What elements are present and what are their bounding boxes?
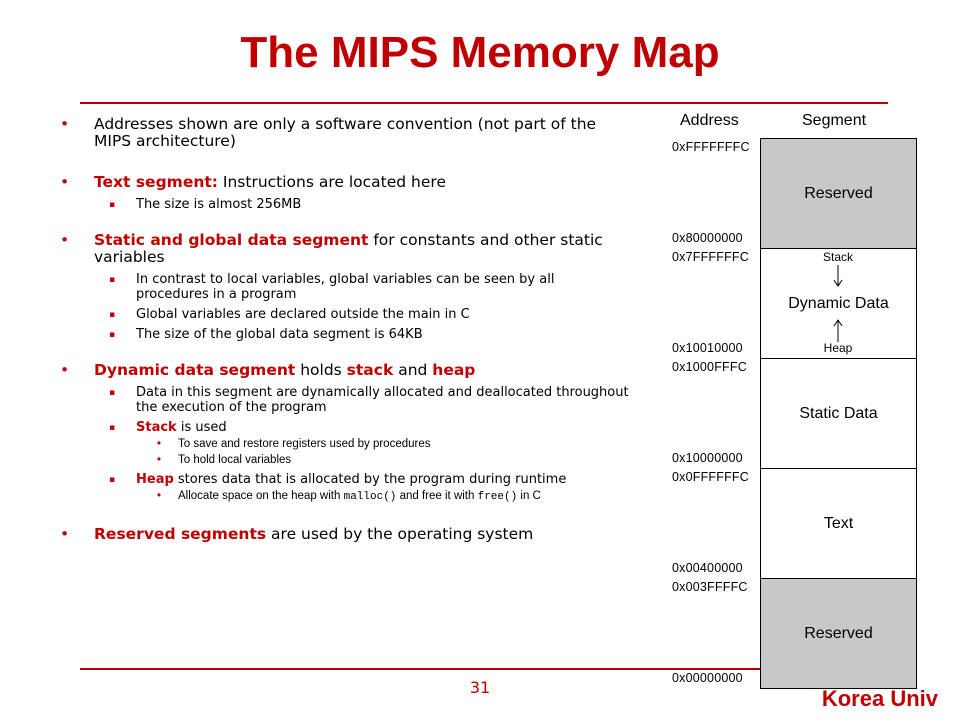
bullet-keyword: Text segment:: [94, 173, 218, 191]
address-label: 0x80000000: [672, 231, 743, 245]
address-label: 0x003FFFFC: [672, 580, 748, 594]
bullet-dot: •: [157, 438, 162, 450]
sub-bullet: ▪ Data in this segment are dynamically a…: [60, 385, 630, 415]
address-label: 0xFFFFFFFC: [672, 140, 750, 154]
sub-bullet-text: In contrast to local variables, global v…: [136, 272, 555, 302]
sub-sub-bullet: • To save and restore registers used by …: [60, 438, 630, 451]
segment-label: Reserved: [804, 184, 873, 202]
address-header: Address: [680, 112, 739, 129]
bullet-text: Addresses shown are only a software conv…: [94, 115, 597, 150]
bullet-text: for constants and other static variables: [94, 231, 603, 266]
square-bullet: ▪: [109, 330, 116, 340]
address-label: 0x7FFFFFFC: [672, 250, 749, 264]
segment-label: Static Data: [799, 404, 878, 422]
bullet-text: Instructions are located here: [217, 173, 446, 191]
address-label: 0x0FFFFFFC: [672, 470, 749, 484]
heap-label: Heap: [823, 341, 853, 355]
sub-bullet-text: The size of the global data segment is 6…: [136, 327, 423, 342]
sub-sub-bullet: • Allocate space on the heap with malloc…: [60, 490, 630, 504]
bullet-addresses: • Addresses shown are only a software co…: [60, 116, 630, 150]
address-label: 0x10000000: [672, 451, 743, 465]
segment-header: Segment: [802, 112, 867, 129]
sub-bullet: ▪ Global variables are declared outside …: [60, 307, 630, 322]
code-malloc: malloc(): [343, 491, 397, 503]
sub-bullet: ▪ The size is almost 256MB: [60, 197, 630, 212]
square-bullet: ▪: [109, 275, 116, 285]
sub-bullet-text: The size is almost 256MB: [136, 197, 302, 212]
square-bullet: ▪: [109, 475, 116, 485]
sub-bullet-keyword: Heap: [136, 472, 174, 487]
sub-sub-bullet-text: in C: [517, 490, 541, 502]
bullet-dot: •: [60, 231, 70, 249]
text-segment: Text: [760, 468, 917, 579]
bullet-keyword: heap: [432, 361, 476, 379]
bullet-text: are used by the operating system: [266, 525, 534, 543]
stack-label: Stack: [822, 250, 853, 264]
bullet-text-segment: • Text segment: Instructions are located…: [60, 174, 630, 191]
bullet-dot: •: [60, 361, 70, 379]
bullet-keyword: Reserved segments: [94, 525, 267, 543]
bullet-dot: •: [60, 525, 70, 543]
title-divider: [80, 102, 888, 104]
bullet-keyword: Dynamic data segment: [94, 361, 296, 379]
sub-sub-bullet-text: and free it with: [396, 490, 478, 502]
sub-bullet-text: is used: [176, 420, 227, 435]
institution-logo-text: Korea Univ: [821, 686, 938, 711]
bullet-dot: •: [60, 173, 70, 191]
sub-bullet: ▪ Heap stores data that is allocated by …: [60, 472, 630, 487]
bullet-dot: •: [60, 115, 70, 133]
page-number: 31: [469, 678, 491, 697]
square-bullet: ▪: [109, 200, 116, 210]
sub-bullet: ▪ The size of the global data segment is…: [60, 327, 630, 342]
memory-map-diagram: Address Segment 0xFFFFFFFC 0x80000000 0x…: [660, 108, 920, 698]
bullet-reserved-segments: • Reserved segments are used by the oper…: [60, 526, 630, 543]
address-label: 0x00400000: [672, 561, 743, 575]
stack-down-arrow-icon: [833, 265, 843, 287]
segment-label: Dynamic Data: [788, 294, 889, 312]
bullet-dot: •: [157, 454, 162, 466]
sub-sub-bullet-text: To hold local variables: [178, 454, 292, 466]
code-free: free(): [477, 491, 518, 503]
address-label: 0x00000000: [672, 671, 743, 685]
sub-sub-bullet-text: To save and restore registers used by pr…: [178, 438, 431, 450]
sub-sub-bullet: • To hold local variables: [60, 454, 630, 467]
slide-title: The MIPS Memory Map: [240, 28, 720, 77]
address-label: 0x10010000: [672, 341, 743, 355]
bullet-dynamic-segment: • Dynamic data segment holds stack and h…: [60, 362, 630, 379]
sub-bullet-text: Data in this segment are dynamically all…: [136, 385, 629, 415]
static-data-segment: Static Data: [760, 358, 917, 469]
sub-sub-bullet-text: Allocate space on the heap with: [178, 490, 344, 502]
square-bullet: ▪: [109, 388, 116, 398]
bullet-text: and: [393, 361, 433, 379]
square-bullet: ▪: [109, 423, 116, 433]
sub-bullet: ▪ In contrast to local variables, global…: [60, 272, 630, 302]
square-bullet: ▪: [109, 310, 116, 320]
bullet-keyword: stack: [346, 361, 394, 379]
sub-bullet-text: Global variables are declared outside th…: [136, 307, 470, 322]
footer-divider: [80, 668, 888, 670]
bullet-keyword: Static and global data segment: [94, 231, 369, 249]
bullet-static-segment: • Static and global data segment for con…: [60, 232, 630, 266]
reserved-bottom-segment: Reserved: [760, 578, 917, 689]
heap-up-arrow-icon: [833, 319, 843, 342]
reserved-top-segment: Reserved: [760, 138, 917, 249]
bullet-text: holds: [295, 361, 347, 379]
sub-bullet-keyword: Stack: [136, 420, 177, 435]
bullet-dot: •: [157, 490, 162, 502]
address-label: 0x1000FFFC: [672, 360, 747, 374]
sub-bullet: ▪ Stack is used: [60, 420, 630, 435]
segment-label: Text: [823, 514, 854, 532]
bullet-list: • Addresses shown are only a software co…: [60, 116, 630, 543]
sub-bullet-text: stores data that is allocated by the pro…: [173, 472, 567, 487]
segment-label: Reserved: [804, 624, 873, 642]
